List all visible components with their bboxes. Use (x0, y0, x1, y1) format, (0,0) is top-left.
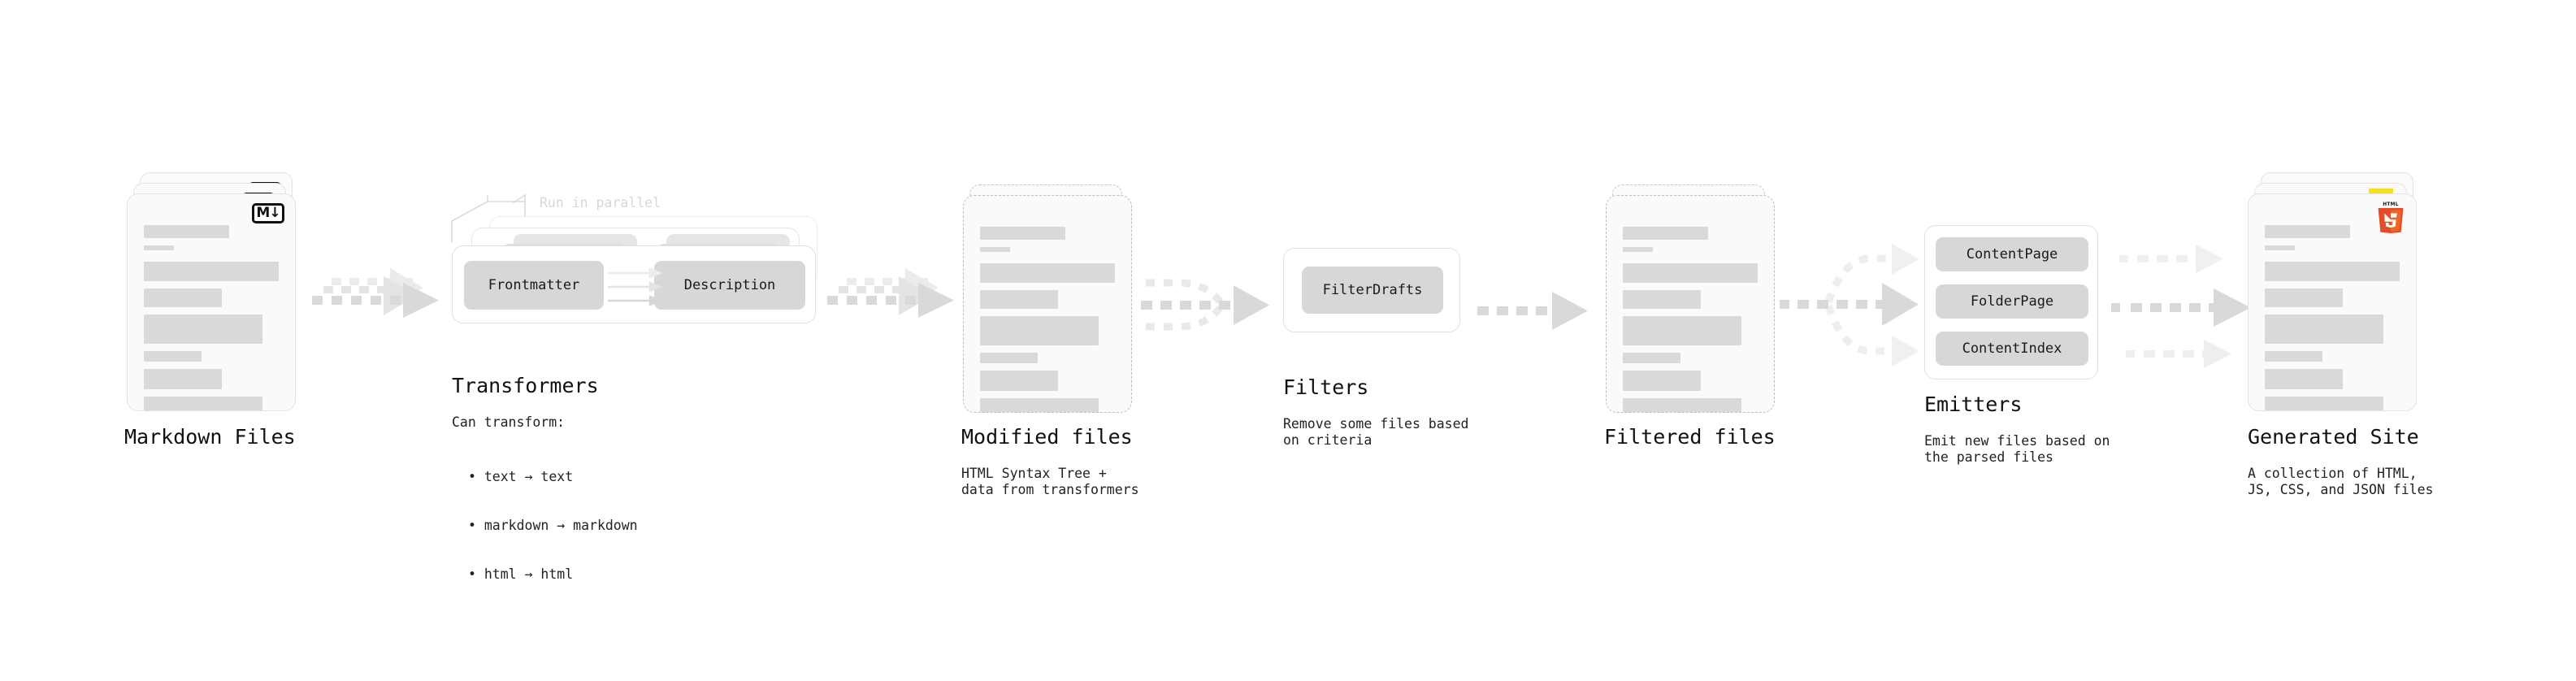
site-file-card: HTML (2248, 193, 2417, 411)
skeleton-line (980, 353, 1039, 363)
connector-transformers-to-modified (827, 268, 954, 318)
skeleton-line (980, 316, 1099, 345)
filtered-file-skeleton (1623, 227, 1758, 419)
skeleton-line (144, 369, 223, 389)
svg-text:HTML: HTML (2383, 202, 2399, 207)
stage-title-generated-site: Generated Site (2248, 425, 2419, 449)
skeleton-line (1623, 290, 1702, 309)
skeleton-line (1623, 263, 1758, 283)
connector-emitters-to-site (2111, 245, 2251, 368)
skeleton-line (2265, 262, 2400, 281)
stage-title-transformers: Transformers (452, 374, 599, 397)
stage-markdown-files: M↓ M↓ M↓ (127, 172, 296, 411)
modified-file-card (963, 195, 1132, 413)
skeleton-line (2265, 369, 2344, 389)
skeleton-line (2265, 288, 2344, 307)
markdown-file-skeleton (144, 225, 279, 418)
run-in-parallel-label: Run in parallel (540, 195, 661, 210)
filters-subtitle: Remove some files based on criteria (1283, 416, 1469, 448)
transformers-box: Frontmatter Description (452, 245, 816, 323)
skeleton-line (1623, 371, 1702, 391)
transformer-chip-description[interactable]: Description (654, 261, 805, 310)
skeleton-heading (144, 225, 229, 238)
site-file-skeleton (2265, 225, 2400, 418)
skeleton-line (2265, 351, 2323, 362)
transformers-bullet: • text → text (468, 469, 574, 484)
generated-site-subtitle: A collection of HTML, JS, CSS, and JSON … (2248, 466, 2434, 497)
stage-title-emitters: Emitters (1924, 393, 2023, 416)
stage-title-filters: Filters (1283, 375, 1369, 399)
html5-icon: HTML (2378, 202, 2404, 233)
skeleton-line (144, 288, 223, 307)
stage-emitters: ContentPage FolderPage ContentIndex (1924, 225, 2098, 380)
skeleton-line (2265, 397, 2384, 410)
filtered-file-card (1606, 195, 1775, 413)
filter-chip-filterdrafts[interactable]: FilterDrafts (1302, 267, 1443, 314)
stage-modified-files (963, 184, 1132, 413)
emitters-box: ContentPage FolderPage ContentIndex (1924, 225, 2098, 380)
skeleton-line (2265, 314, 2384, 344)
stage-title-modified-files: Modified files (961, 425, 1133, 449)
markdown-file-card: M↓ (127, 193, 296, 411)
skeleton-line (144, 262, 279, 281)
skeleton-line (980, 398, 1099, 412)
filters-box: FilterDrafts (1283, 248, 1460, 332)
run-in-parallel-bracket (451, 193, 526, 242)
skeleton-line (1623, 316, 1742, 345)
transformer-chip-frontmatter[interactable]: Frontmatter (464, 261, 604, 310)
skeleton-line (144, 351, 202, 362)
markdown-icon: M↓ (252, 203, 284, 223)
skeleton-heading (1623, 227, 1708, 240)
transformer-inner-arrows (608, 267, 663, 306)
modified-files-subtitle: HTML Syntax Tree + data from transformer… (961, 466, 1139, 497)
skeleton-line (1623, 398, 1742, 412)
transformers-bullet: • markdown → markdown (468, 518, 638, 533)
skeleton-heading (980, 227, 1065, 240)
connector-filters-to-filtered (1477, 292, 1588, 330)
emitter-chip-contentindex[interactable]: ContentIndex (1936, 332, 2088, 366)
transformers-subtitle-head: Can transform: (452, 414, 566, 430)
transformers-bullet: • html → html (468, 566, 574, 582)
emitter-chip-contentpage[interactable]: ContentPage (1936, 237, 2088, 271)
skeleton-subtext (980, 247, 1010, 252)
connector-modified-to-filters (1141, 279, 1269, 331)
skeleton-line (980, 371, 1059, 391)
skeleton-subtext (144, 245, 174, 250)
stage-filters: FilterDrafts (1283, 248, 1460, 332)
emitter-chip-folderpage[interactable]: FolderPage (1936, 284, 2088, 319)
skeleton-line (144, 397, 263, 410)
stage-generated-site: CSS HTML (2248, 172, 2417, 411)
modified-file-skeleton (980, 227, 1115, 419)
skeleton-line (1623, 353, 1681, 363)
skeleton-line (980, 263, 1115, 283)
skeleton-line (144, 314, 263, 344)
skeleton-subtext (1623, 247, 1653, 252)
connector-filtered-to-emitters (1780, 244, 1919, 367)
transformers-bullets: • text → text • markdown → markdown • ht… (468, 436, 638, 615)
connector-markdown-to-transformers (312, 268, 439, 318)
skeleton-line (980, 290, 1059, 309)
stage-title-filtered-files: Filtered files (1604, 425, 1776, 449)
stage-title-markdown-files: Markdown Files (124, 425, 296, 449)
emitters-subtitle: Emit new files based on the parsed files (1924, 433, 2110, 465)
skeleton-heading (2265, 225, 2350, 238)
skeleton-subtext (2265, 245, 2295, 250)
stage-filtered-files (1606, 184, 1775, 413)
